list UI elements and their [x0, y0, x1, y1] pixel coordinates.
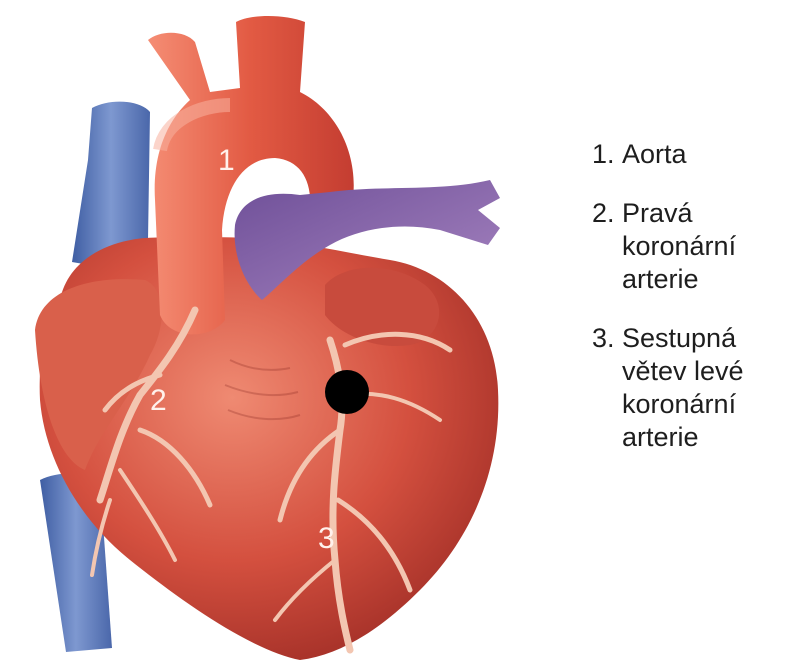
legend-number: 1. [592, 138, 622, 171]
legend-item-right-coronary: 2. Pravá koronární arterie [592, 197, 790, 296]
legend-text: Aorta [622, 138, 790, 171]
legend-text: Pravá koronární arterie [622, 197, 790, 296]
legend-item-lad: 3. Sestupná větev levé koronární arterie [592, 322, 790, 454]
label-number-2: 2 [150, 384, 167, 417]
legend-text: Sestupná větev levé koronární arterie [622, 322, 790, 454]
legend-number: 2. [592, 197, 622, 296]
label-number-3: 3 [318, 522, 335, 555]
label-number-1: 1 [218, 144, 235, 177]
legend-item-aorta: 1. Aorta [592, 138, 790, 171]
marker-dot [325, 370, 369, 414]
legend: 1. Aorta 2. Pravá koronární arterie 3. S… [592, 138, 790, 480]
legend-number: 3. [592, 322, 622, 454]
